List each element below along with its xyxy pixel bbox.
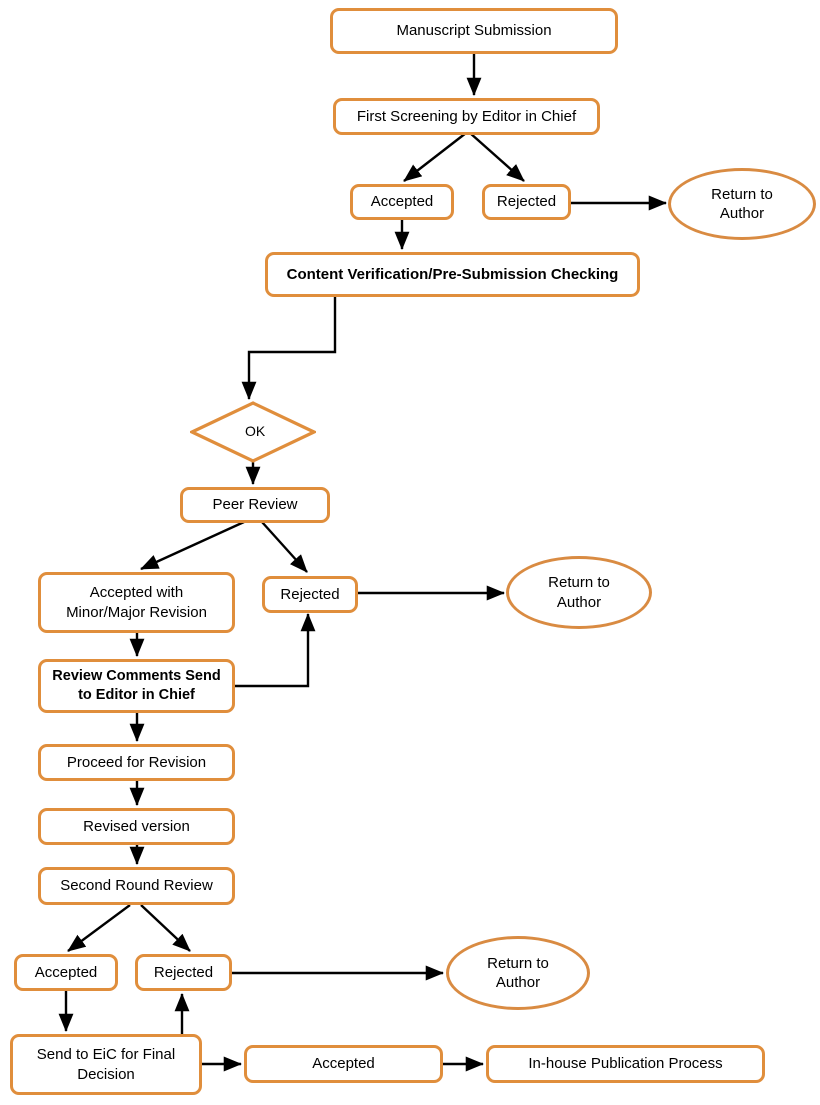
node-label-line2: Minor/Major Revision: [66, 603, 207, 621]
node-content-verification[interactable]: Content Verification/Pre-Submission Chec…: [265, 252, 640, 297]
node-send-to-eic[interactable]: Send to EiC for Final Decision: [10, 1034, 202, 1095]
node-return-to-author-3[interactable]: Return to Author: [446, 936, 590, 1010]
node-label: Rejected: [153, 963, 214, 981]
node-inhouse-publication[interactable]: In-house Publication Process: [486, 1045, 765, 1083]
node-proceed-for-revision[interactable]: Proceed for Revision: [38, 744, 235, 781]
node-label: Accepted: [312, 1055, 375, 1073]
node-first-screening[interactable]: First Screening by Editor in Chief: [333, 98, 600, 135]
edge-screening-to-accepted: [403, 132, 467, 182]
node-label: Accepted: [370, 193, 434, 211]
node-second-accepted[interactable]: Accepted: [14, 954, 118, 991]
node-return-to-author-1[interactable]: Return to Author: [668, 168, 816, 240]
node-ok-decision[interactable]: OK: [190, 401, 316, 463]
node-label: Manuscript Submission: [396, 22, 552, 40]
edge-verification-to-ok: [241, 296, 337, 400]
node-second-round-review[interactable]: Second Round Review: [38, 867, 235, 905]
node-label: Accepted: [34, 963, 98, 981]
node-label: Second Round Review: [60, 877, 213, 895]
node-label-line1: Return to: [548, 574, 610, 592]
node-label-line1: Accepted with: [89, 584, 184, 602]
node-label-line1: Send to EiC for Final: [36, 1046, 176, 1064]
node-review-comments[interactable]: Review Comments Send to Editor in Chief: [38, 659, 235, 713]
node-accepted-with-revision[interactable]: Accepted with Minor/Major Revision: [38, 572, 235, 633]
edge-comments-to-rejected: [235, 613, 316, 688]
node-label-line2: Decision: [77, 1065, 135, 1083]
edge-secondround-to-rejected: [140, 904, 191, 952]
node-label: Content Verification/Pre-Submission Chec…: [286, 265, 619, 283]
node-label: OK: [245, 423, 266, 439]
node-label: Peer Review: [212, 496, 298, 514]
edge-secondround-to-accepted: [67, 904, 131, 952]
node-revised-version[interactable]: Revised version: [38, 808, 235, 845]
node-label-line2: Author: [495, 974, 541, 991]
node-label: Proceed for Revision: [66, 753, 207, 771]
node-screening-accepted[interactable]: Accepted: [350, 184, 454, 220]
node-screening-rejected[interactable]: Rejected: [482, 184, 571, 220]
edge-screening-to-rejected: [469, 132, 525, 182]
node-return-to-author-2[interactable]: Return to Author: [506, 556, 652, 629]
node-label: In-house Publication Process: [528, 1055, 723, 1073]
edge-peer-to-rejected: [261, 521, 308, 573]
node-peer-rejected[interactable]: Rejected: [262, 576, 358, 613]
node-manuscript-submission[interactable]: Manuscript Submission: [330, 8, 618, 54]
node-label: Revised version: [83, 817, 190, 835]
node-final-accepted[interactable]: Accepted: [244, 1045, 443, 1083]
node-label: Rejected: [496, 193, 557, 211]
node-label-line1: Review Comments Send: [52, 668, 221, 685]
node-label-line2: Author: [556, 593, 602, 611]
node-label-line1: Return to: [487, 954, 549, 972]
node-label-line2: Author: [719, 205, 765, 222]
node-label: First Screening by Editor in Chief: [356, 107, 577, 125]
node-peer-review[interactable]: Peer Review: [180, 487, 330, 523]
node-label-line2: to Editor in Chief: [78, 687, 195, 703]
edge-peer-to-accepted-revision: [140, 520, 245, 571]
node-label-line1: Return to: [711, 185, 773, 203]
node-label: Rejected: [280, 585, 340, 603]
node-second-rejected[interactable]: Rejected: [135, 954, 232, 991]
